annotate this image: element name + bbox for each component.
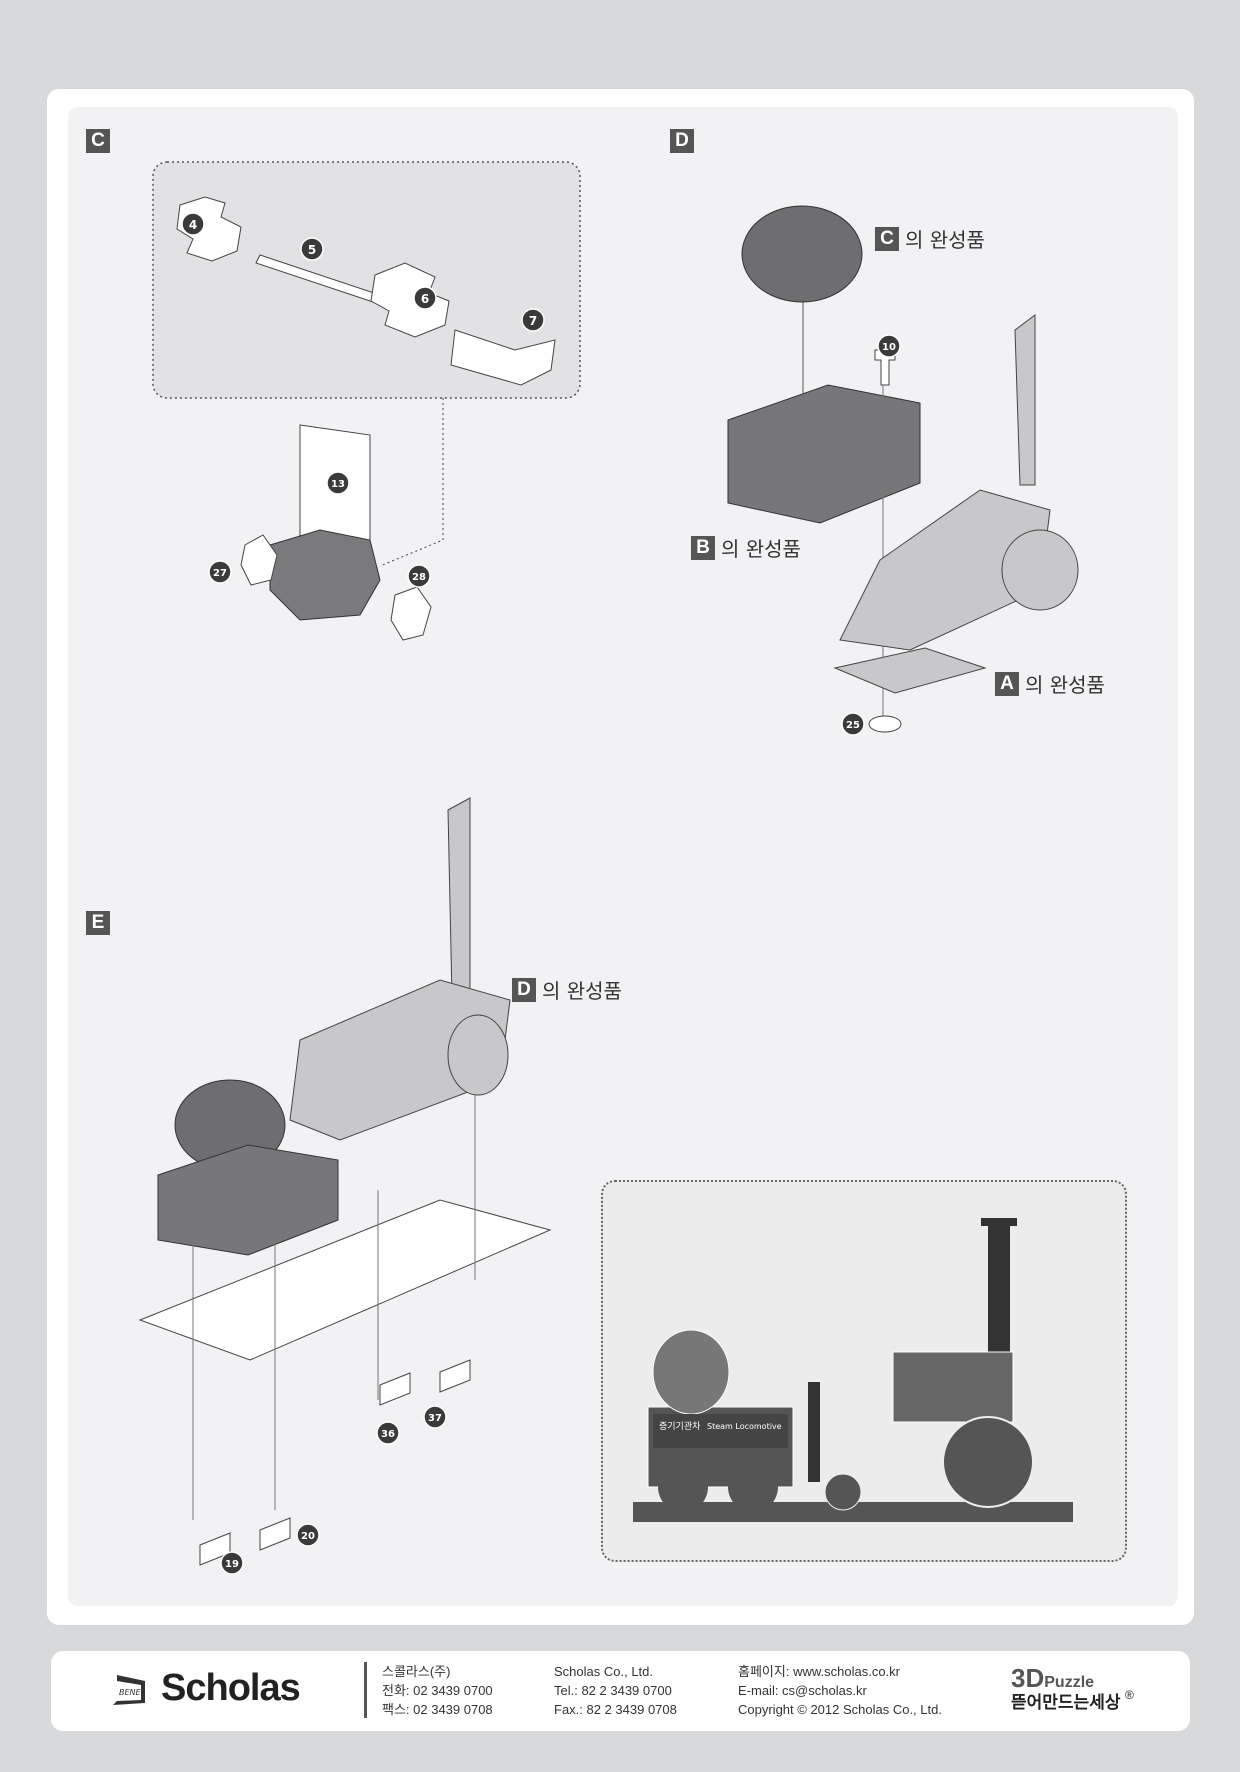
divider [364, 1662, 367, 1718]
footplate [833, 647, 987, 694]
part-badge-6: 6 [421, 292, 429, 306]
label-text: 의 완성품 [542, 979, 622, 1003]
bene-logo-mark: BENE [113, 1674, 145, 1705]
chimney [1014, 314, 1036, 486]
part-badge-20: 20 [301, 1531, 315, 1542]
company-info-english: Scholas Co., Ltd. Tel.: 82 2 3439 0700 F… [554, 1662, 677, 1719]
track-base-panel [138, 1199, 552, 1361]
photo-boiler [892, 1351, 1014, 1423]
company-name-en: Scholas Co., Ltd. [554, 1664, 653, 1679]
phone-kr: 전화: 02 3439 0700 [382, 1683, 493, 1698]
section-e-diagram: 36 37 19 20 [138, 797, 552, 1575]
part-badge-4: 4 [189, 218, 197, 232]
homepage-link[interactable]: 홈페이지: www.scholas.co.kr [738, 1664, 900, 1679]
brand-korean: 뜯어만드는세상 [1011, 1693, 1121, 1712]
part-badge-37: 37 [428, 1413, 442, 1424]
section-d-marker: D [670, 129, 694, 153]
drive-wheel [447, 1014, 509, 1096]
section-d-diagram: 10 25 [727, 205, 1079, 736]
registered-mark: ® [1124, 1688, 1134, 1702]
callout-leader [379, 398, 444, 567]
label-key: B [691, 535, 715, 560]
logo-wordmark: Scholas [161, 1667, 301, 1709]
contact-info: 홈페이지: www.scholas.co.kr E-mail: cs@schol… [738, 1662, 942, 1719]
section-c-diagram: 4 5 6 7 13 27 28 [152, 161, 581, 641]
label-text: 의 완성품 [721, 537, 801, 561]
fax-kr: 팩스: 02 3439 0708 [382, 1702, 493, 1717]
scholas-logo: BENE Scholas [113, 1667, 301, 1710]
finished-model-photo: 증기기관차 Steam Locomotive [601, 1180, 1127, 1562]
brand-3d: 3D [1011, 1663, 1045, 1693]
photo-sign-subtitle: Steam Locomotive [707, 1422, 782, 1431]
label-key: C [875, 226, 899, 251]
wagon-b-assembly [727, 384, 921, 524]
photo-drive-wheel [942, 1416, 1034, 1508]
barrel-c-assembly [741, 205, 863, 303]
part-37-shape [439, 1359, 471, 1393]
label-key: A [995, 671, 1019, 696]
part-20-shape [259, 1517, 291, 1551]
label-key: D [512, 977, 536, 1002]
part-25-washer [868, 715, 902, 733]
part-badge-36: 36 [381, 1429, 395, 1440]
barrel-core [269, 529, 381, 621]
part-badge-25: 25 [846, 720, 860, 731]
photo-sign [653, 1414, 788, 1448]
photo-sign-title: 증기기관차 [659, 1420, 701, 1432]
company-name-kr: 스콜라스(주) [382, 1664, 451, 1679]
chimney [447, 797, 471, 999]
drive-wheel [1001, 529, 1079, 611]
part-28-shape [390, 586, 432, 641]
wagon [157, 1144, 339, 1256]
part-badge-28: 28 [412, 572, 426, 583]
part-badge-13: 13 [331, 479, 345, 490]
part-badge-27: 27 [213, 568, 227, 579]
part-6-shape [370, 262, 450, 338]
email-link[interactable]: E-mail: cs@scholas.kr [738, 1683, 867, 1698]
copyright: Copyright © 2012 Scholas Co., Ltd. [738, 1702, 942, 1717]
photo-barrel [652, 1329, 730, 1415]
label-text: 의 완성품 [905, 228, 985, 252]
fax-en: Fax.: 82 2 3439 0708 [554, 1702, 677, 1717]
part-badge-5: 5 [308, 243, 316, 257]
part-badge-10: 10 [882, 342, 896, 353]
section-e-marker: E [86, 911, 110, 935]
phone-en: Tel.: 82 2 3439 0700 [554, 1683, 672, 1698]
photo-driver-figure [808, 1382, 820, 1482]
label-text: 의 완성품 [1025, 673, 1105, 697]
footer: BENE Scholas 스콜라스(주) 전화: 02 3439 0700 팩스… [51, 1651, 1190, 1731]
part-badge-19: 19 [225, 1559, 239, 1570]
brand-puzzle: Puzzle [1044, 1674, 1095, 1691]
section-c-marker: C [86, 129, 110, 153]
part-7-shape [450, 329, 556, 386]
svg-text:BENE: BENE [119, 1688, 142, 1697]
guide-lines [192, 1095, 476, 1520]
3d-puzzle-logo: 3DPuzzle 뜯어만드는세상 ® [1011, 1663, 1134, 1713]
part-36-shape [379, 1372, 411, 1406]
company-info-korean: 스콜라스(주) 전화: 02 3439 0700 팩스: 02 3439 070… [382, 1662, 493, 1719]
part-27-shape [240, 534, 278, 586]
part-badge-7: 7 [529, 314, 537, 328]
